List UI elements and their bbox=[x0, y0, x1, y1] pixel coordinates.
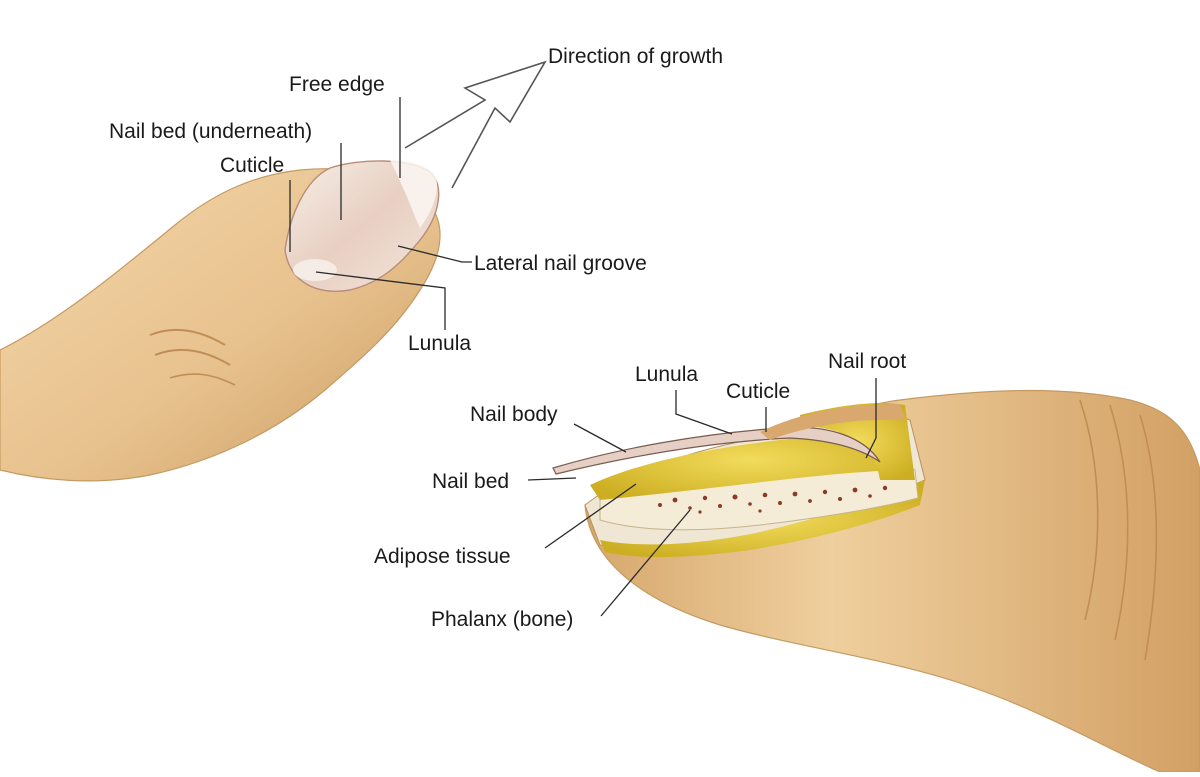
adipose-layer bbox=[600, 480, 925, 558]
lunula-shape bbox=[293, 259, 337, 281]
bone-marrow-dots bbox=[658, 485, 888, 514]
label-free-edge: Free edge bbox=[289, 73, 385, 96]
label-cuticle-top: Cuticle bbox=[220, 154, 284, 177]
label-phalanx-bone: Phalanx (bone) bbox=[431, 608, 573, 631]
finger-cross-section bbox=[552, 389, 1200, 773]
skin-crease bbox=[1079, 399, 1099, 621]
leader-nail-root bbox=[865, 378, 877, 459]
finger-dorsal-view bbox=[0, 160, 441, 482]
leader-lines bbox=[289, 97, 877, 617]
label-cuticle-section: Cuticle bbox=[726, 380, 790, 403]
label-nail-bed-underneath: Nail bed (underneath) bbox=[109, 120, 312, 143]
leader-lateral-groove bbox=[397, 245, 472, 263]
leader-nail-body bbox=[573, 423, 627, 453]
knuckle-crease bbox=[154, 348, 231, 366]
skin-crease bbox=[1139, 414, 1158, 661]
skin-crease bbox=[1109, 404, 1129, 641]
label-adipose-tissue: Adipose tissue bbox=[374, 545, 511, 568]
leader-lunula-top bbox=[315, 271, 446, 330]
label-lunula-section: Lunula bbox=[635, 363, 698, 386]
leader-adipose bbox=[544, 483, 637, 549]
free-edge-band bbox=[390, 160, 438, 228]
label-lunula-top: Lunula bbox=[408, 332, 471, 355]
growth-arrow bbox=[404, 60, 547, 189]
leader-nail-bed bbox=[527, 477, 577, 481]
label-nail-body: Nail body bbox=[470, 403, 558, 426]
knuckle-crease bbox=[169, 373, 236, 386]
leader-lunula-section bbox=[675, 390, 733, 435]
label-direction-of-growth: Direction of growth bbox=[548, 45, 723, 68]
label-nail-bed: Nail bed bbox=[432, 470, 509, 493]
nail-body-plate bbox=[552, 426, 881, 475]
cuticle-fold bbox=[760, 404, 905, 440]
label-nail-root: Nail root bbox=[828, 350, 906, 373]
leader-phalanx bbox=[600, 509, 691, 617]
knuckle-crease bbox=[149, 328, 226, 346]
nail-plate bbox=[284, 160, 440, 292]
labels: Direction of growth Free edge Nail bed (… bbox=[109, 45, 906, 631]
label-lateral-nail-groove: Lateral nail groove bbox=[474, 252, 647, 275]
